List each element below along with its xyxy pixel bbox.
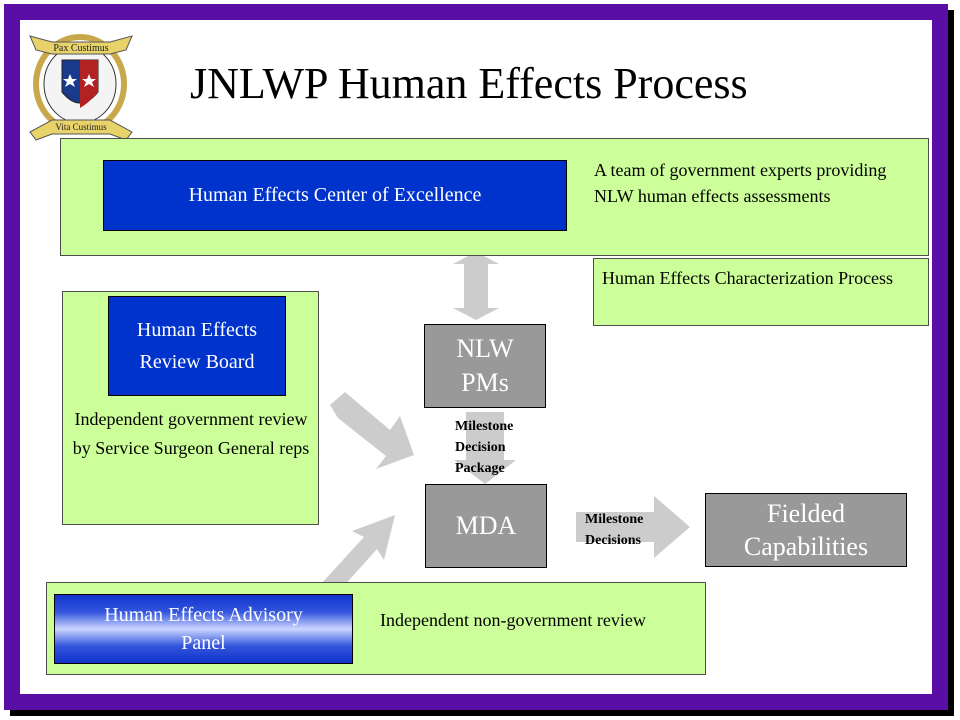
milestone-package-label: Milestone Decision Package <box>455 419 514 476</box>
seal-bottom-banner: Vita Custimus <box>55 122 107 132</box>
arrow-right-down-icon <box>330 392 414 469</box>
hecoe-box: Human Effects Center of Excellence <box>103 160 567 231</box>
advisory-description: Independent non-government review <box>380 610 646 630</box>
arrow-down-icon <box>454 412 516 484</box>
milestone-decisions-label: Milestone Decisions <box>585 512 644 548</box>
review-board-description: Independent government review by Service… <box>72 409 310 458</box>
hecoe-description: A team of government experts providing N… <box>594 160 887 206</box>
page-title: JNLWP Human Effects Process <box>190 59 748 108</box>
characterization-box: Human Effects Characterization Process <box>593 258 929 326</box>
arrow-up-right-icon <box>320 515 395 597</box>
review-board-box: Human Effects Review Board <box>108 296 286 396</box>
fielded-capabilities-box: Fielded Capabilities <box>705 493 907 567</box>
seal-top-banner: Pax Custimus <box>53 43 108 54</box>
double-arrow-icon <box>453 252 499 320</box>
seal-icon: Pax Custimus Vita Custimus <box>29 34 133 141</box>
advisory-box: Human Effects Advisory Panel <box>54 594 353 664</box>
arrow-right-icon <box>576 496 690 558</box>
nlw-pms-box: NLW PMs <box>424 324 546 408</box>
mda-box: MDA <box>425 484 547 568</box>
